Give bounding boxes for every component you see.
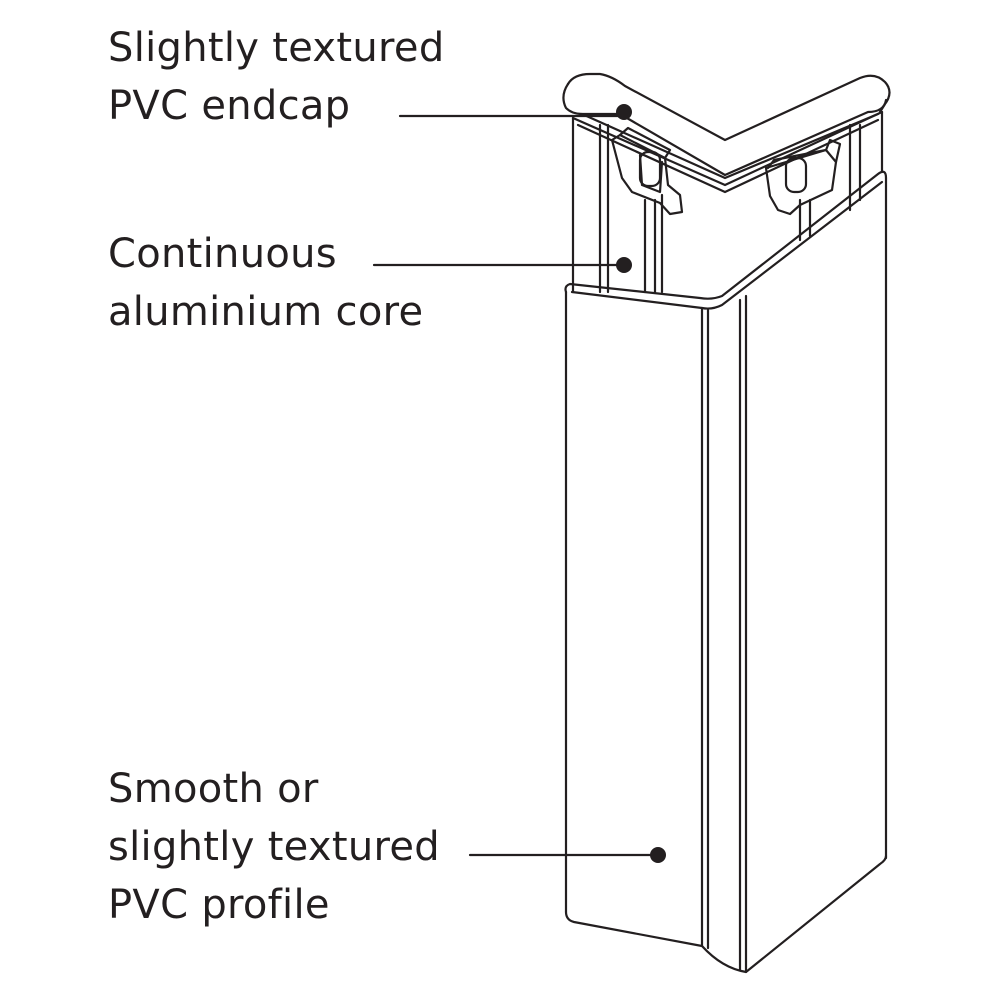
- label-profile: Smooth or slightly textured PVC profile: [108, 760, 440, 934]
- label-core-line-1: Continuous: [108, 231, 337, 277]
- label-endcap: Slightly textured PVC endcap: [108, 19, 445, 135]
- label-core: Continuous aluminium core: [108, 225, 423, 341]
- label-profile-line-2: slightly textured: [108, 824, 440, 870]
- endcap-pointer-dot: [616, 104, 632, 120]
- aluminium-core: [571, 110, 884, 294]
- profile-pointer-dot: [650, 847, 666, 863]
- label-endcap-line-2: PVC endcap: [108, 83, 351, 129]
- pvc-profile: [564, 170, 888, 974]
- pvc-endcap: [562, 72, 891, 180]
- label-profile-line-3: PVC profile: [108, 882, 330, 928]
- label-endcap-line-1: Slightly textured: [108, 25, 445, 71]
- label-core-line-2: aluminium core: [108, 289, 424, 335]
- leader-lines: [372, 114, 660, 857]
- core-pointer-dot: [616, 257, 632, 273]
- label-profile-line-1: Smooth or: [108, 766, 319, 812]
